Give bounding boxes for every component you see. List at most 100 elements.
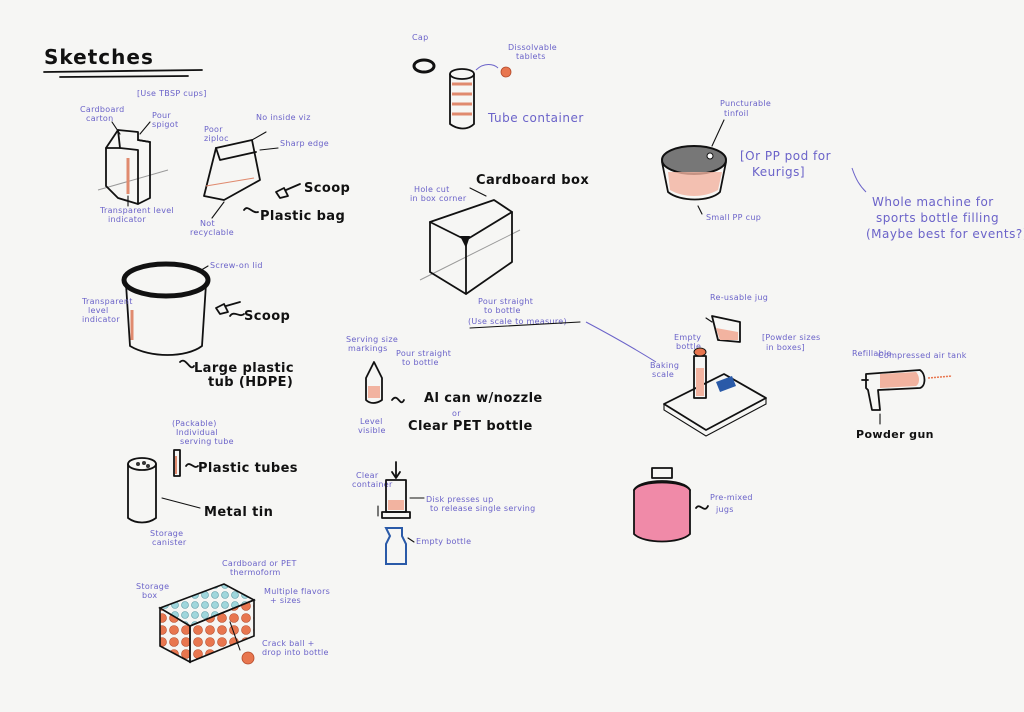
- disk-press-2: to release single serving: [430, 504, 536, 513]
- empty-bottle-1: Empty: [674, 333, 701, 342]
- crack-ball-2: drop into bottle: [262, 648, 329, 657]
- tinfoil-1: Puncturable: [720, 99, 771, 108]
- level-label-1: Transparent level: [99, 206, 174, 215]
- premixed-1: Pre-mixed: [710, 493, 753, 502]
- title-underline: [43, 69, 203, 73]
- disk-dispenser-sketch: [377, 461, 411, 565]
- pod-sketch: [661, 145, 727, 201]
- premixed-2: jugs: [715, 505, 734, 514]
- reusable-jug: Re-usable jug: [710, 293, 768, 302]
- empty-bottle-2: bottle: [676, 342, 701, 351]
- large-tub-sketch: [121, 261, 211, 356]
- carton-label-1: Cardboard: [80, 105, 125, 114]
- carton-label-2: carton: [86, 114, 114, 123]
- plastic-bag-sketch: [203, 131, 279, 201]
- scoop-label-2: Scoop: [244, 309, 290, 324]
- scale-measure-label: (Use scale to measure): [468, 317, 567, 326]
- powder-gun-group: Refillable Compressed air tank Powder gu…: [852, 349, 967, 441]
- clear-container-1: Clear: [356, 471, 379, 480]
- tub-level-3: indicator: [82, 315, 120, 324]
- cardboard-box-group: Hole cut in box corner Cardboard box Pou…: [410, 173, 657, 363]
- serving-size-1: Serving size: [346, 335, 398, 344]
- tube-container-sketch: [449, 68, 475, 130]
- jug-sketch: [705, 315, 741, 343]
- air-tank-label: Compressed air tank: [878, 351, 967, 360]
- can-sketch: [365, 361, 383, 404]
- title-underline-2: [59, 75, 189, 78]
- premixed-jugs-group: Pre-mixed jugs: [633, 467, 753, 543]
- not-recyclable-2: recyclable: [190, 228, 234, 237]
- plastic-tubes-label: Plastic tubes: [198, 461, 298, 476]
- scoop-1-sketch: [275, 183, 301, 199]
- cap-label: Cap: [412, 33, 428, 42]
- tbsp-note: [Use TBSP cups]: [137, 89, 207, 98]
- cardboard-box-sketch: [419, 199, 521, 295]
- machine-3: (Maybe best for events?): [866, 227, 1024, 241]
- plastic-bag-label: Plastic bag: [260, 209, 345, 224]
- hole-label-2: in box corner: [410, 194, 467, 203]
- can-name-1: Al can w/nozzle: [424, 391, 543, 406]
- premixed-jug-sketch: [633, 467, 691, 543]
- spigot-label-2: spigot: [152, 120, 178, 129]
- powder-gun-label: Powder gun: [856, 428, 934, 441]
- poor-ziploc-2: ziploc: [204, 134, 229, 143]
- refillable-label: Refillable: [852, 349, 892, 358]
- hole-label-1: Hole cut: [414, 185, 450, 194]
- serving-size-2: markings: [348, 344, 388, 353]
- flavors-1: Multiple flavors: [264, 587, 330, 596]
- can-group: Serving size markings Pour straight to b…: [346, 335, 543, 435]
- machine-1: Whole machine for: [872, 195, 994, 209]
- empty-bottle-label: Empty bottle: [416, 537, 471, 546]
- pp-pod-2: Keurigs]: [752, 165, 805, 179]
- baking-scale-sketch: [663, 347, 767, 437]
- tub-level-2: level: [88, 306, 109, 315]
- metal-tin-label: Metal tin: [204, 505, 273, 520]
- tablets-group: Cap Dissolvable tablets Tube container: [412, 33, 583, 130]
- powder-gun-sketch: [861, 369, 953, 411]
- tinfoil-2: tinfoil: [724, 109, 749, 118]
- storage-box-2: box: [142, 591, 157, 600]
- flavors-2: + sizes: [270, 596, 301, 605]
- canister-1: Storage: [150, 529, 183, 538]
- dissolvable-2: tablets: [516, 52, 546, 61]
- carton-bag-group: [Use TBSP cups] Cardboard carton Pour sp…: [80, 89, 350, 237]
- disk-group: Clear container Disk presses up to relea…: [352, 461, 536, 565]
- storage-box-sketch: [158, 583, 256, 664]
- powder-sizes-1: [Powder sizes: [762, 333, 821, 342]
- not-recyclable-1: Not: [200, 219, 215, 228]
- pour-label-1: Pour straight: [478, 297, 533, 306]
- cap-sketch: [412, 58, 436, 74]
- large-tub-group: Screw-on lid Transparent level indicator…: [81, 261, 294, 390]
- level-visible-2: visible: [358, 426, 386, 435]
- storage-box-1: Storage: [136, 582, 169, 591]
- dissolvable-1: Dissolvable: [508, 43, 557, 52]
- cardboard-box-label: Cardboard box: [476, 173, 589, 188]
- ball-sketch: [241, 651, 255, 665]
- tube-pack-2: Individual: [176, 428, 218, 437]
- storage-box-group: Cardboard or PET thermoform Storage box …: [136, 559, 330, 665]
- tub-level-1: Transparent: [81, 297, 133, 306]
- poor-ziploc-1: Poor: [204, 125, 223, 134]
- scoop-2-sketch: [215, 301, 241, 315]
- metal-tin-sketch: [127, 457, 157, 524]
- scoop-label-1: Scoop: [304, 181, 350, 196]
- can-pour-2: to bottle: [402, 358, 439, 367]
- scale-jug-group: Re-usable jug [Powder sizes in boxes] Em…: [650, 293, 821, 437]
- can-name-2: Clear PET bottle: [408, 419, 533, 434]
- tube-pack-3: serving tube: [180, 437, 234, 446]
- sharp-edge: Sharp edge: [280, 139, 329, 148]
- pod-group: Puncturable tinfoil [Or PP pod for Keuri…: [661, 99, 1024, 241]
- thermoform-1: Cardboard or PET: [222, 559, 297, 568]
- page-title: Sketches: [44, 45, 154, 69]
- carton-sketch: [97, 129, 169, 205]
- small-pp-cup: Small PP cup: [706, 213, 761, 222]
- tube-pack-1: (Packable): [172, 419, 217, 428]
- tub-name-1: Large plastic: [194, 361, 294, 376]
- powder-sizes-2: in boxes]: [766, 343, 805, 352]
- clear-container-2: container: [352, 480, 393, 489]
- baking-scale-1: Baking: [650, 361, 679, 370]
- pour-label-2: to bottle: [484, 306, 521, 315]
- crack-ball-1: Crack ball +: [262, 639, 315, 648]
- can-name-or: or: [452, 409, 461, 418]
